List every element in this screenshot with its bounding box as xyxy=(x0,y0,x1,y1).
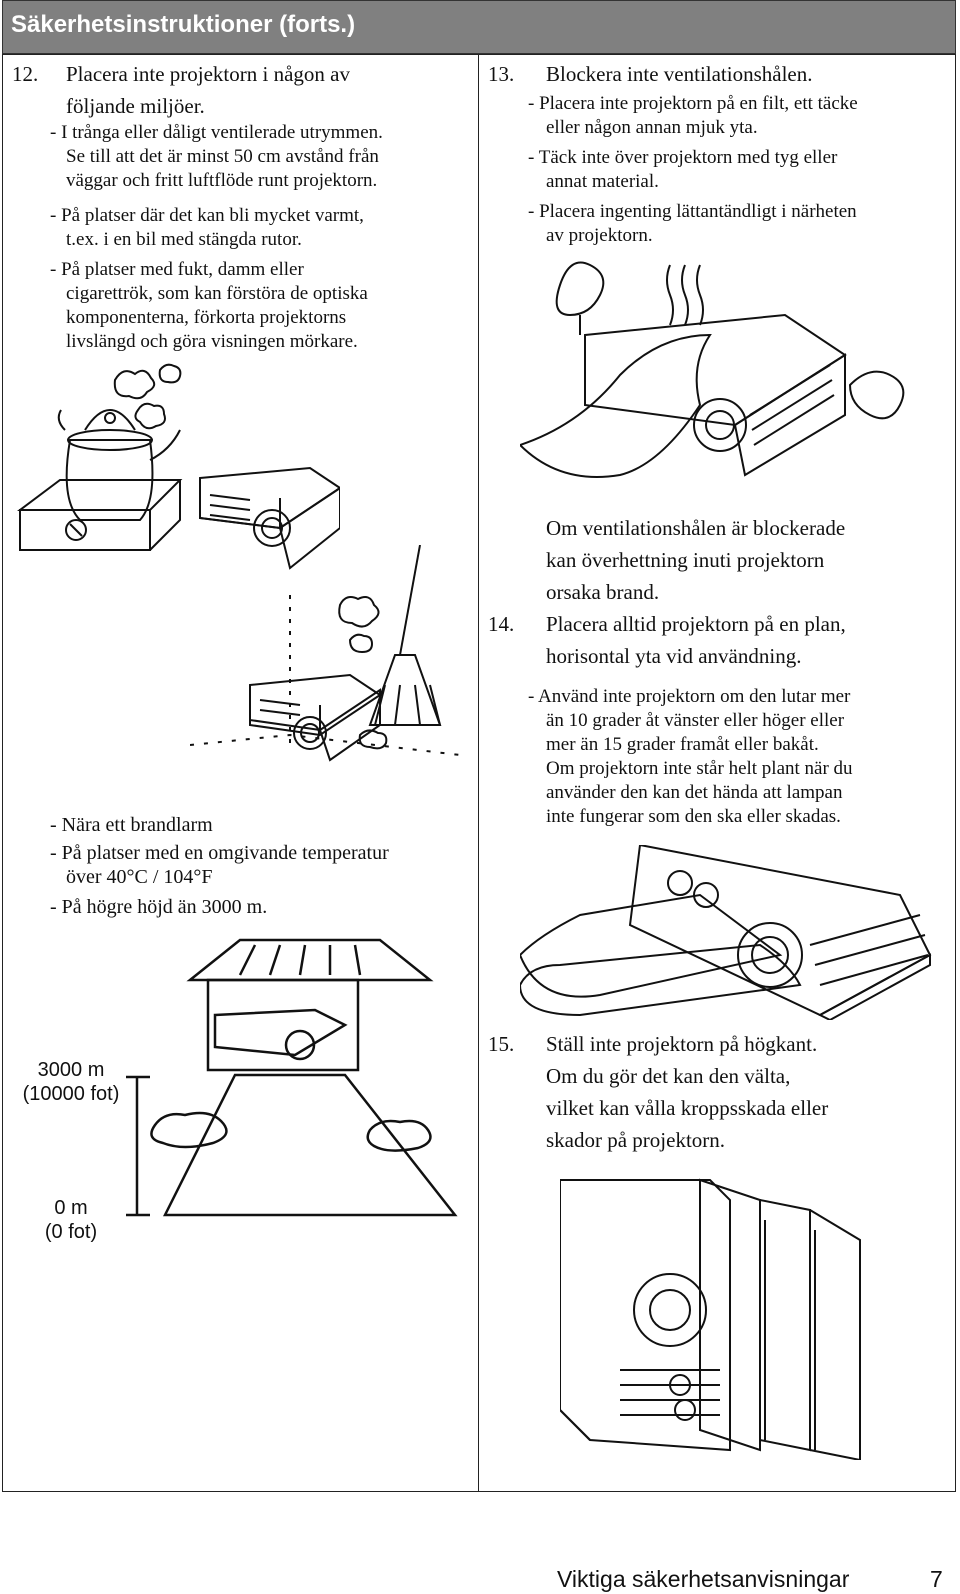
item-12-title: Placera inte projektorn i någon av följa… xyxy=(66,58,350,122)
text-line: Om ventilationshålen är blockerade xyxy=(546,516,846,540)
content-frame xyxy=(2,54,956,1492)
text-line: eller någon annan mjuk yta. xyxy=(546,117,758,138)
altitude-top-label: 3000 m (10000 fot) xyxy=(6,1058,136,1106)
item-14-bullets: - Använd inte projektorn om den lutar me… xyxy=(528,685,853,829)
text-line: 3000 m xyxy=(37,1059,105,1081)
text-line: kan överhettning inuti projektorn xyxy=(546,548,825,572)
text-line: Placera alltid projektorn på en plan, xyxy=(546,612,846,636)
tilted-projector-illustration xyxy=(520,845,932,1020)
text-line: - På platser med en omgivande temperatur xyxy=(50,842,389,864)
item-12-bullet-heat: - På platser där det kan bli mycket varm… xyxy=(50,204,364,252)
text-line: horisontal yta vid användning. xyxy=(546,644,802,668)
text-line: - I trånga eller dåligt ventilerade utry… xyxy=(50,122,383,143)
text-line: 0 m xyxy=(54,1197,88,1219)
item-13-note: Om ventilationshålen är blockerade kan ö… xyxy=(546,512,845,608)
column-divider xyxy=(478,54,479,1492)
text-line: än 10 grader åt vänster eller höger elle… xyxy=(546,710,845,731)
item-12-title-line: följande miljöer. xyxy=(66,94,205,118)
covered-projector-illustration xyxy=(520,261,905,478)
text-line: livslängd och göra visningen mörkare. xyxy=(66,331,358,352)
section-title: Säkerhetsinstruktioner (forts.) xyxy=(11,11,356,38)
text-line: Om du gör det kan den välta, xyxy=(546,1064,791,1088)
item-12-bullet-list-lower: - Nära ett brandlarm - På platser med en… xyxy=(50,811,389,921)
item-13-bullets: - Placera inte projektorn på en filt, et… xyxy=(528,92,858,248)
item-12-title-line: Placera inte projektorn i någon av xyxy=(66,62,350,86)
text-line: skador på projektorn. xyxy=(546,1128,726,1152)
item-14-number: 14. xyxy=(488,612,515,636)
text-line: mer än 15 grader framåt eller bakåt. xyxy=(546,734,819,755)
item-12-bullet-ventilation: - I trånga eller dåligt ventilerade utry… xyxy=(50,121,383,193)
text-line: Se till att det är minst 50 cm avstånd f… xyxy=(66,146,379,167)
text-line: Ställ inte projektorn på högkant. xyxy=(546,1032,818,1056)
altitude-illustration xyxy=(126,938,458,1217)
text-line: väggar och fritt luftflöde runt projekto… xyxy=(66,170,378,191)
text-line: Om projektorn inte står helt plant när d… xyxy=(546,758,853,779)
text-line: - Täck inte över projektorn med tyg elle… xyxy=(528,147,838,168)
text-line: - Använd inte projektorn om den lutar me… xyxy=(528,686,851,707)
item-14-title: Placera alltid projektorn på en plan, ho… xyxy=(546,608,846,672)
text-line: av projektorn. xyxy=(546,225,653,246)
page-number: 7 xyxy=(930,1566,943,1592)
text-line: annat material. xyxy=(546,171,659,192)
item-13-number: 13. xyxy=(488,62,515,86)
text-line: cigarettrök, som kan förstöra de optiska xyxy=(66,283,368,304)
text-line: inte fungerar som den ska eller skadas. xyxy=(546,806,841,827)
item-12-bullet-humidity: - På platser med fukt, damm eller cigare… xyxy=(50,258,368,354)
text-line: - Placera inte projektorn på en filt, et… xyxy=(528,93,858,114)
footer-section-name: Viktiga säkerhetsanvisningar xyxy=(557,1566,850,1592)
text-line: (0 fot) xyxy=(44,1221,98,1243)
section-header: Säkerhetsinstruktioner (forts.) xyxy=(2,0,956,54)
text-line: - Nära ett brandlarm xyxy=(50,814,213,836)
text-line: - På högre höjd än 3000 m. xyxy=(50,896,268,918)
dust-projector-illustration xyxy=(190,545,461,762)
kettle-projector-illustration xyxy=(17,363,340,570)
altitude-bottom-label: 0 m (0 fot) xyxy=(6,1196,136,1244)
text-line: över 40°C / 104°F xyxy=(66,866,213,888)
text-line: vilket kan vålla kroppsskada eller xyxy=(546,1096,829,1120)
text-line: t.ex. i en bil med stängda rutor. xyxy=(66,229,302,250)
text-line: (10000 fot) xyxy=(22,1083,120,1105)
text-line: - På platser där det kan bli mycket varm… xyxy=(50,205,364,226)
text-line: - Placera ingenting lättantändligt i när… xyxy=(528,201,857,222)
text-line: använder den kan det hända att lampan xyxy=(546,782,843,803)
item-15-text: Ställ inte projektorn på högkant. Om du … xyxy=(546,1028,828,1156)
item-12-number: 12. xyxy=(12,62,39,86)
text-line: - På platser med fukt, damm eller xyxy=(50,259,304,280)
text-line: komponenterna, förkorta projektorns xyxy=(66,307,347,328)
text-line: orsaka brand. xyxy=(546,580,660,604)
upright-projector-illustration xyxy=(560,1178,861,1460)
item-15-number: 15. xyxy=(488,1032,515,1056)
item-13-title: Blockera inte ventilationshålen. xyxy=(546,62,813,86)
